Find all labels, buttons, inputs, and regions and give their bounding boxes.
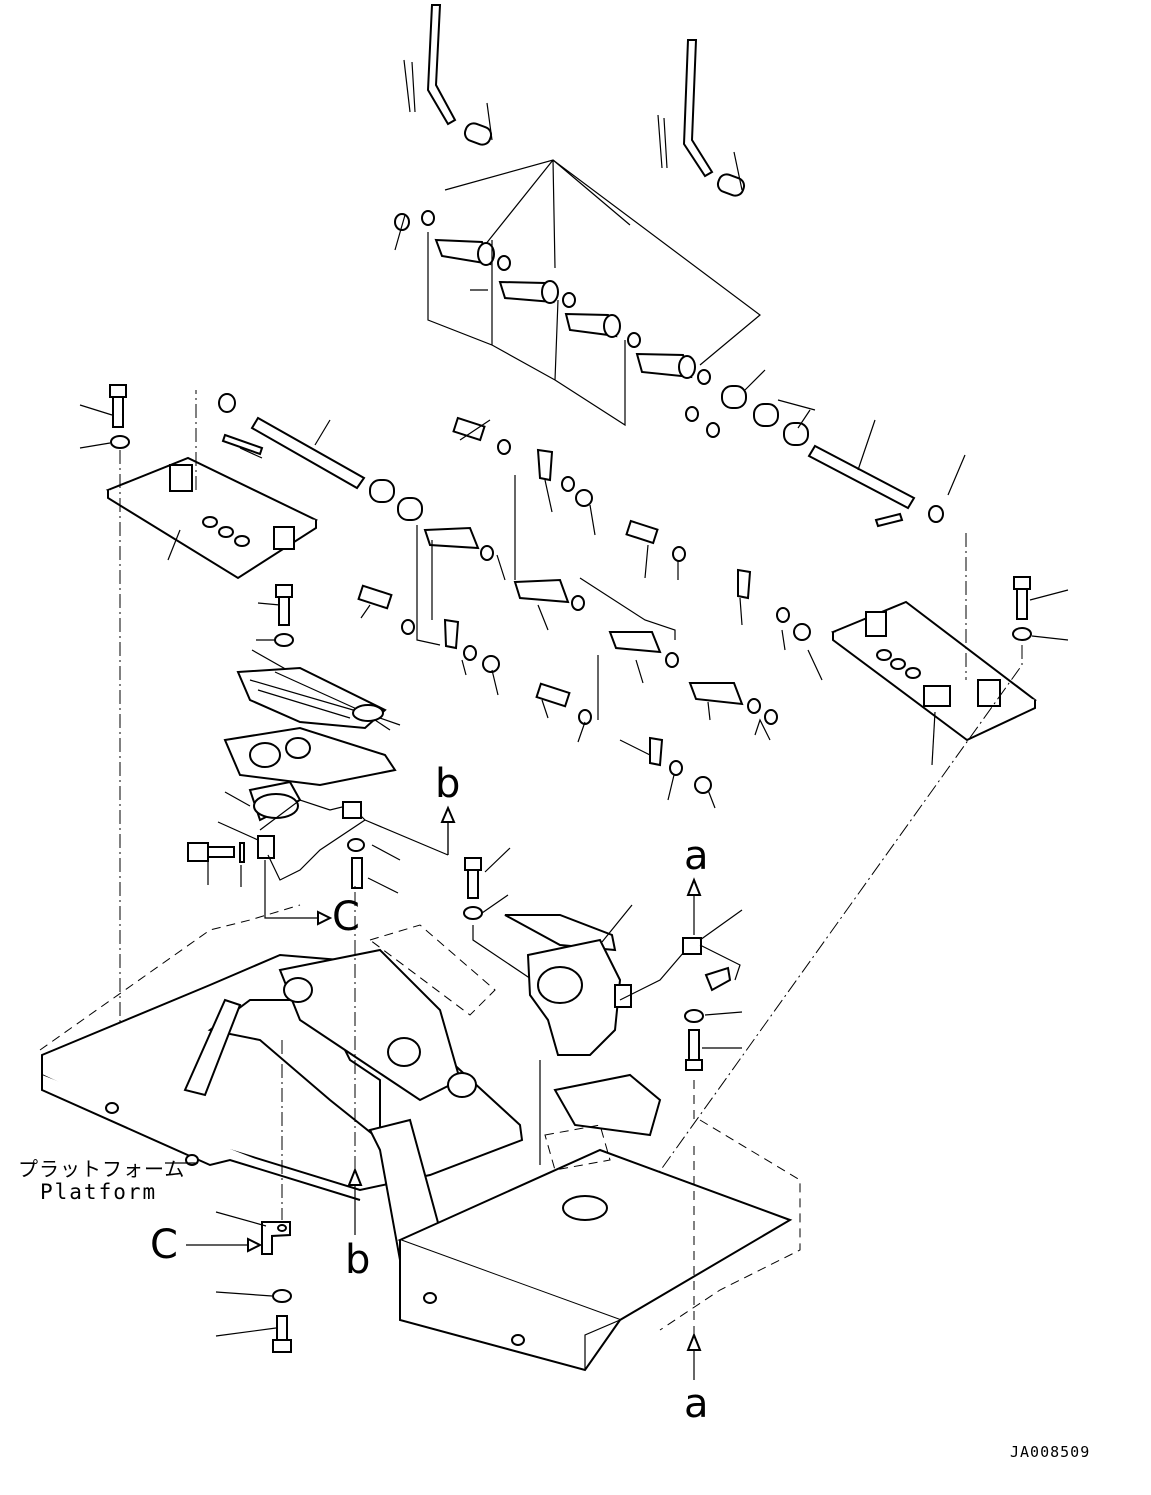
- callout-a-bottom: a: [684, 1381, 709, 1427]
- center-linkage: [357, 416, 823, 809]
- callout-b-top: b: [435, 761, 461, 807]
- rod-pins: [463, 102, 746, 197]
- accelerator-pedal: [463, 847, 743, 1165]
- left-plate-bolt: [79, 384, 197, 1030]
- arrow-b-bottom: [347, 885, 363, 1235]
- callout-a-top: a: [684, 833, 709, 879]
- arrow-a-bottom: [686, 1140, 702, 1380]
- left-control-rod: [403, 4, 457, 126]
- arrow-a-top: [686, 877, 702, 935]
- arrow-b-top: [440, 805, 456, 855]
- right-plate-bolt: [649, 533, 1069, 1186]
- left-mounting-plate: [105, 456, 319, 580]
- caption-japanese: プラットフォーム: [18, 1157, 186, 1181]
- caption-english: Platform: [40, 1180, 158, 1204]
- bushings-upper-right: [685, 369, 816, 446]
- platform-frame: [39, 904, 801, 1372]
- upper-lever-bracket-group: [394, 159, 761, 427]
- drawing-number: JA008509: [1010, 1443, 1091, 1461]
- callout-c-bottom: C: [150, 1222, 178, 1268]
- callout-c-top: C: [332, 894, 360, 940]
- right-mounting-plate: [830, 600, 1037, 766]
- callout-b-bottom: b: [345, 1237, 371, 1283]
- left-shaft: [218, 393, 366, 490]
- right-shaft: [807, 419, 966, 528]
- right-control-rod: [657, 39, 714, 178]
- c-bolt-group: [187, 842, 333, 926]
- pedal-assembly: [217, 666, 449, 894]
- bottom-c-clip: [186, 1040, 292, 1353]
